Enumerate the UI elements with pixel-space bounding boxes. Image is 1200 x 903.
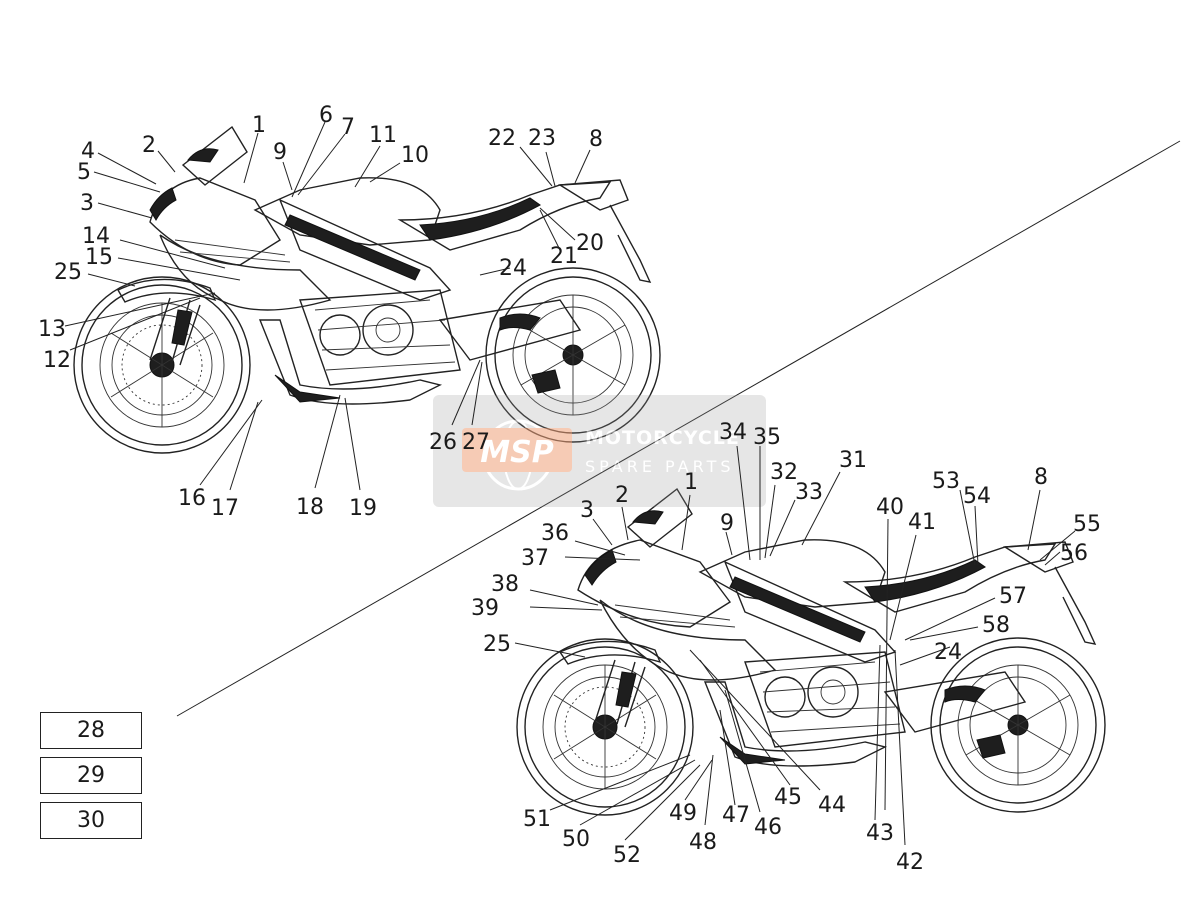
label-right-34: 34 (719, 420, 747, 445)
label-right-39: 39 (471, 596, 499, 621)
label-left-19: 19 (349, 496, 377, 521)
label-right-8: 8 (1034, 465, 1048, 490)
label-right-37: 37 (521, 546, 549, 571)
label-right-44: 44 (818, 793, 846, 818)
label-left-1: 1 (252, 113, 266, 138)
watermark: MSP MOTORCYCLE SPARE PARTS (433, 395, 766, 507)
part-box-28: 28 (40, 712, 142, 749)
label-right-25: 25 (483, 632, 511, 657)
label-right-58: 58 (982, 613, 1010, 638)
label-left-27: 27 (462, 430, 490, 455)
divider-line (176, 140, 1181, 717)
part-box-30: 30 (40, 802, 142, 839)
label-right-51: 51 (523, 807, 551, 832)
label-left-3: 3 (80, 191, 94, 216)
label-right-54: 54 (963, 484, 991, 509)
label-right-50: 50 (562, 827, 590, 852)
label-left-17: 17 (211, 496, 239, 521)
label-right-24: 24 (934, 640, 962, 665)
label-left-20: 20 (576, 231, 604, 256)
label-right-46: 46 (754, 815, 782, 840)
label-left-11: 11 (369, 123, 397, 148)
watermark-line1: MOTORCYCLE (585, 427, 740, 449)
engine-left (299, 289, 461, 386)
label-right-2: 2 (615, 483, 629, 508)
label-left-26: 26 (429, 430, 457, 455)
label-right-42: 42 (896, 850, 924, 875)
label-left-25: 25 (54, 260, 82, 285)
part-box-28-label: 28 (77, 718, 105, 743)
label-left-8: 8 (589, 127, 603, 152)
part-box-29-label: 29 (77, 763, 105, 788)
label-right-56: 56 (1060, 541, 1088, 566)
label-right-53: 53 (932, 469, 960, 494)
label-right-32: 32 (770, 460, 798, 485)
label-right-9: 9 (720, 511, 734, 536)
part-box-29: 29 (40, 757, 142, 794)
label-left-12: 12 (43, 348, 71, 373)
label-left-6: 6 (319, 103, 333, 128)
label-left-23: 23 (528, 126, 556, 151)
label-left-10: 10 (401, 143, 429, 168)
labels-right: 1 2 3 8 9 24 25 31 32 33 34 35 36 37 38 … (471, 420, 1101, 875)
label-right-33: 33 (795, 480, 823, 505)
label-left-13: 13 (38, 317, 66, 342)
engine-right (744, 651, 906, 748)
watermark-logo-text: MSP (480, 435, 553, 470)
label-right-31: 31 (839, 448, 867, 473)
label-right-47: 47 (722, 803, 750, 828)
label-right-49: 49 (669, 801, 697, 826)
motorcycle-right-view (516, 487, 1106, 816)
rear-wheel-left (485, 267, 661, 443)
front-wheel-right (516, 638, 694, 816)
watermark-line2: SPARE PARTS (585, 457, 735, 476)
watermark-box (433, 395, 766, 507)
label-right-35: 35 (753, 425, 781, 450)
front-wheel-left (73, 276, 251, 454)
label-right-57: 57 (999, 584, 1027, 609)
label-right-40: 40 (876, 495, 904, 520)
label-left-16: 16 (178, 486, 206, 511)
label-left-24: 24 (499, 256, 527, 281)
label-right-41: 41 (908, 510, 936, 535)
label-left-14: 14 (82, 224, 110, 249)
label-left-15: 15 (85, 245, 113, 270)
label-left-21: 21 (550, 244, 578, 269)
label-left-5: 5 (77, 160, 91, 185)
label-right-45: 45 (774, 785, 802, 810)
label-left-9: 9 (273, 140, 287, 165)
label-right-36: 36 (541, 521, 569, 546)
label-right-3: 3 (580, 498, 594, 523)
label-right-48: 48 (689, 830, 717, 855)
label-left-22: 22 (488, 126, 516, 151)
label-left-7: 7 (341, 115, 355, 140)
label-right-1: 1 (684, 470, 698, 495)
part-box-30-label: 30 (77, 808, 105, 833)
label-left-18: 18 (296, 495, 324, 520)
rear-wheel-right (930, 637, 1106, 813)
motorcycle-left-view (73, 125, 661, 454)
leader-lines-right (514, 445, 1076, 846)
label-right-55: 55 (1073, 512, 1101, 537)
label-left-2: 2 (142, 133, 156, 158)
label-right-52: 52 (613, 843, 641, 868)
label-right-43: 43 (866, 821, 894, 846)
watermark-logo-badge (462, 428, 572, 472)
label-right-38: 38 (491, 572, 519, 597)
label-left-4: 4 (81, 139, 95, 164)
labels-left: 1 2 3 4 5 6 7 8 9 10 11 12 13 14 15 16 1… (38, 103, 604, 521)
leader-lines-left (64, 121, 591, 491)
